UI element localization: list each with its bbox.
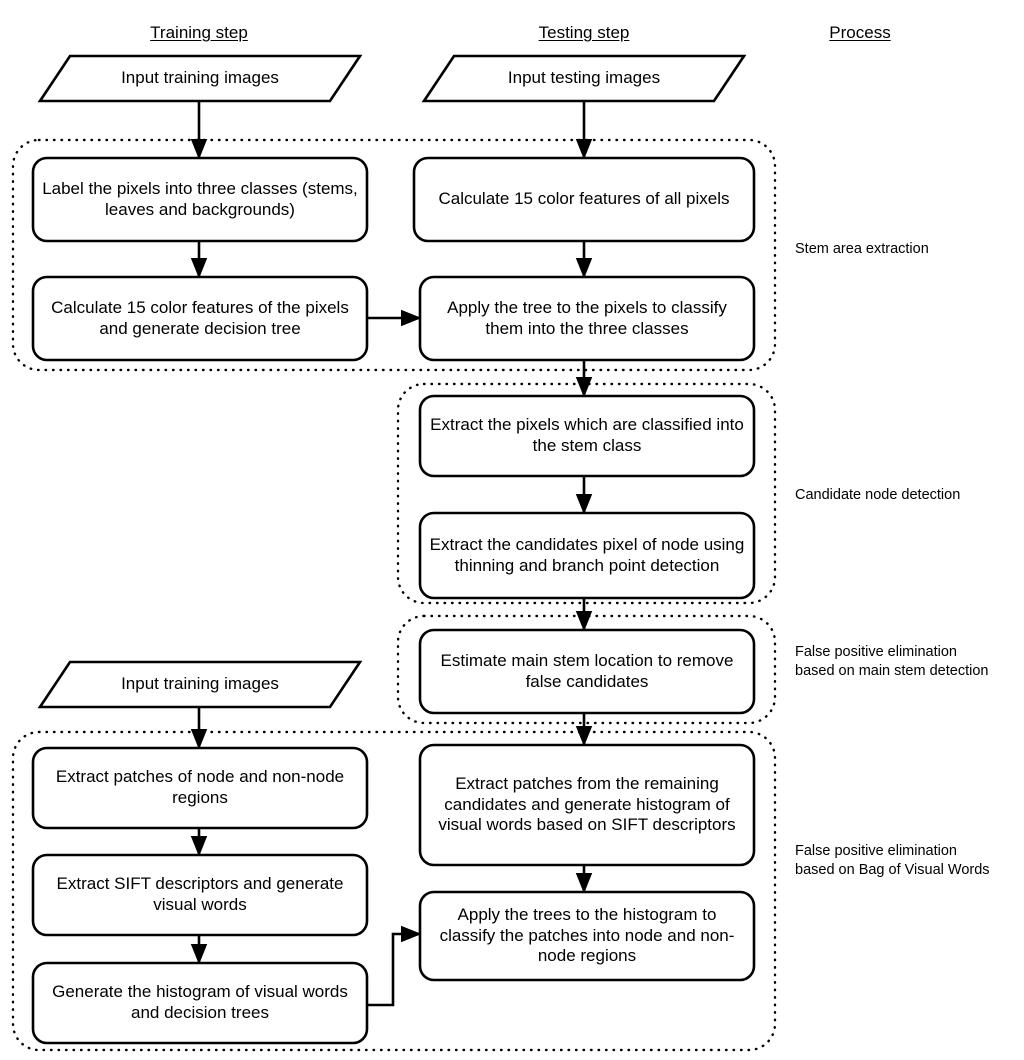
node-shape-extract-candidate-nodes — [418, 511, 756, 600]
node-shape-calc-color-features-tree — [31, 275, 369, 362]
column-header-testing: Testing step — [538, 23, 630, 42]
node-label-input-training-1: Input training images — [40, 56, 360, 101]
node-label-text: Calculate 15 color features of all pixel… — [438, 189, 730, 209]
node-shape-calc-color-features-all — [412, 156, 756, 243]
node-label-extract-sift: Extract SIFT descriptors and generate vi… — [33, 855, 367, 935]
node-label-extract-patches-node: Extract patches of node and non-node reg… — [33, 748, 367, 828]
node-label-text: Extract patches from the remaining candi… — [438, 773, 736, 835]
connector-generate-histogram-to-apply-trees — [367, 925, 422, 1007]
node-shape-apply-tree-classify — [418, 275, 756, 362]
node-shape-input-training-1 — [37, 54, 363, 103]
node-label-generate-histogram: Generate the histogram of visual words a… — [33, 963, 367, 1043]
node-label-text: Apply the trees to the histogram to clas… — [439, 904, 735, 966]
process-label-candidate-node-detection: Candidate node detection — [795, 487, 961, 503]
node-label-text: Calculate 15 color features of the pixel… — [51, 297, 349, 338]
node-shape-extract-patches-remaining — [418, 743, 756, 867]
column-header-process: Process — [829, 23, 891, 42]
process-label-false-positive-bag-visual-words: False positive elimination based on Bag … — [795, 843, 990, 879]
node-label-text: Apply the tree to the pixels to classify… — [447, 297, 727, 338]
node-label-label-pixels: Label the pixels into three classes (ste… — [33, 158, 367, 241]
node-label-input-training-2: Input training images — [40, 662, 360, 707]
process-label-stem-area-extraction: Stem area extraction — [795, 241, 929, 257]
node-shape-extract-sift — [31, 853, 369, 937]
node-label-text: Extract the pixels which are classified … — [430, 415, 744, 455]
node-shape-extract-stem-pixels — [418, 394, 756, 478]
node-label-extract-patches-remaining: Extract patches from the remaining candi… — [420, 745, 754, 865]
node-label-apply-trees-histogram: Apply the trees to the histogram to clas… — [420, 892, 754, 980]
node-shape-estimate-main-stem — [418, 628, 756, 715]
process-region-false-positive-main-stem — [396, 614, 777, 725]
column-header-training: Training step — [150, 23, 248, 42]
node-label-text: Label the pixels into three classes (ste… — [42, 178, 358, 219]
node-label-text: Input testing images — [507, 68, 661, 88]
node-label-text: Generate the histogram of visual words a… — [52, 982, 348, 1022]
node-shape-generate-histogram — [31, 961, 369, 1045]
node-label-text: Estimate main stem location to remove fa… — [440, 650, 734, 691]
node-label-text: Extract SIFT descriptors and generate vi… — [56, 874, 344, 914]
process-label-false-positive-main-stem: False positive elimination based on main… — [795, 644, 989, 680]
node-label-extract-candidate-nodes: Extract the candidates pixel of node usi… — [420, 513, 754, 598]
process-region-candidate-node-detection — [396, 382, 777, 605]
node-label-text: Input training images — [121, 68, 279, 88]
node-shape-input-testing-1 — [421, 54, 747, 103]
node-label-apply-tree-classify: Apply the tree to the pixels to classify… — [420, 277, 754, 360]
node-shape-label-pixels — [31, 156, 369, 243]
node-shape-input-training-2 — [37, 660, 363, 709]
process-region-stem-area-extraction — [11, 138, 777, 372]
node-label-extract-stem-pixels: Extract the pixels which are classified … — [420, 396, 754, 476]
node-label-estimate-main-stem: Estimate main stem location to remove fa… — [420, 630, 754, 713]
node-shape-extract-patches-node — [31, 746, 369, 830]
node-label-input-testing-1: Input testing images — [424, 56, 744, 101]
node-label-text: Extract patches of node and non-node reg… — [55, 767, 345, 807]
node-label-calc-color-features-tree: Calculate 15 color features of the pixel… — [33, 277, 367, 360]
node-shape-apply-trees-histogram — [418, 890, 756, 982]
node-label-text: Input training images — [121, 674, 279, 694]
node-label-text: Extract the candidates pixel of node usi… — [429, 534, 745, 575]
node-label-calc-color-features-all: Calculate 15 color features of all pixel… — [414, 158, 754, 241]
